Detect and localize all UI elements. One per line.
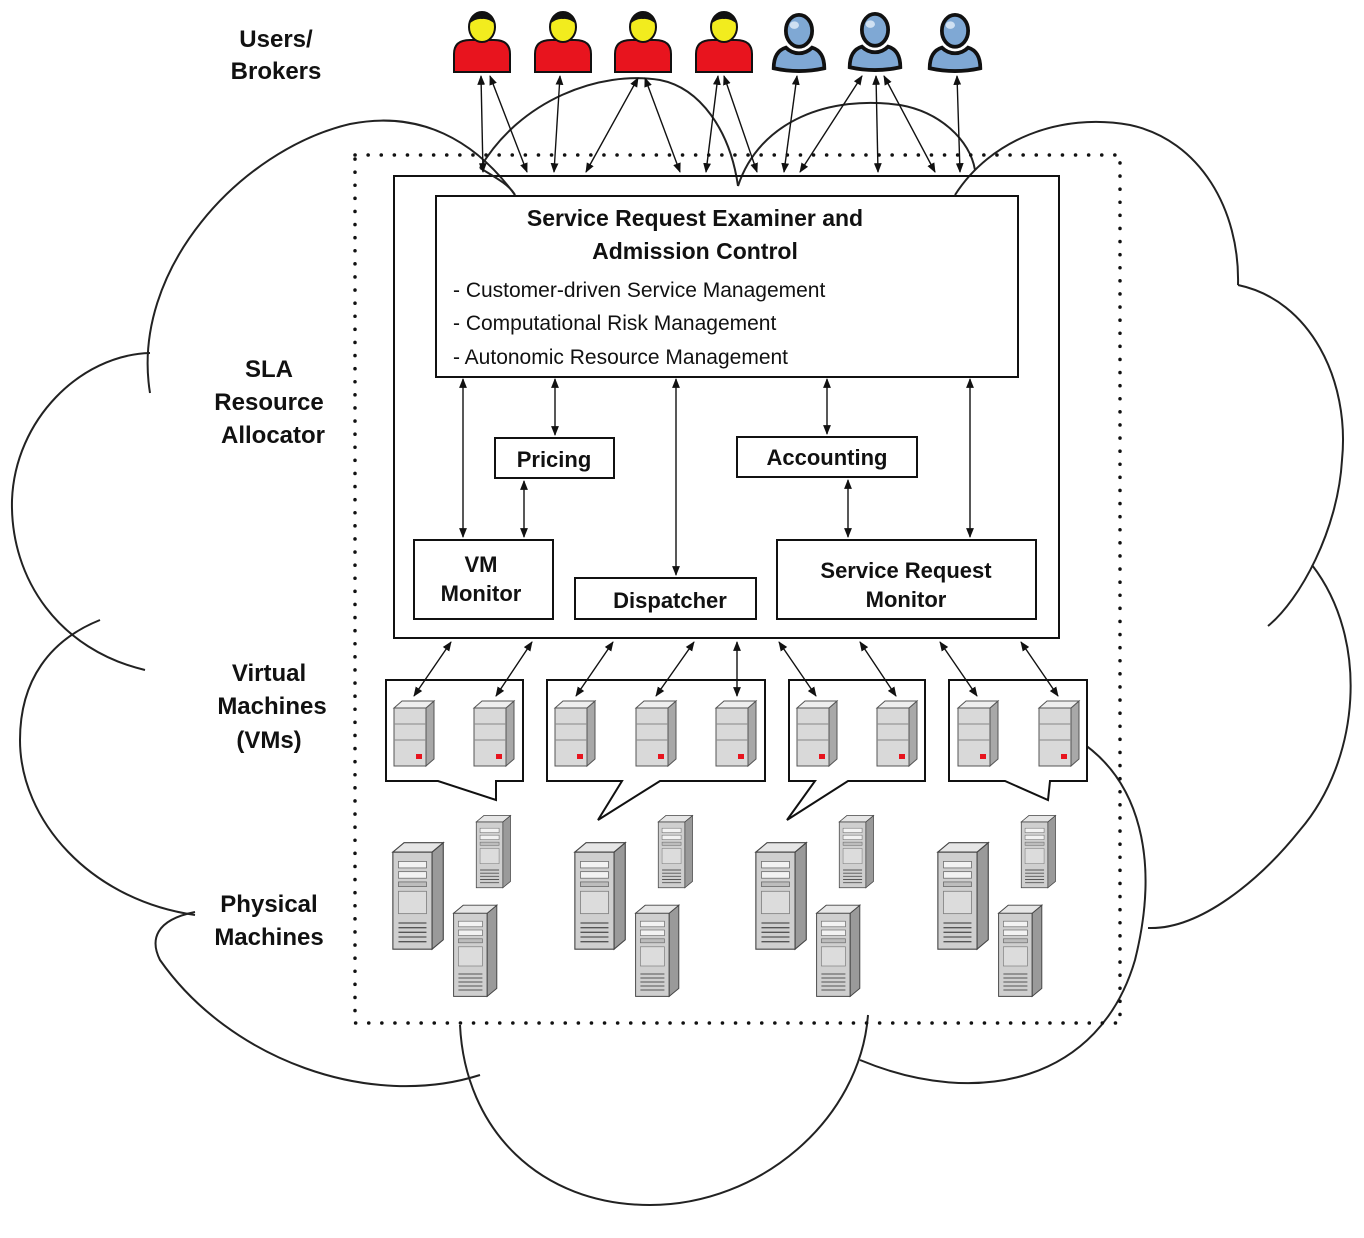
service-request-examiner-box [435, 195, 1019, 378]
vm-arrows [413, 641, 1059, 697]
vm-servers [393, 700, 1080, 767]
examiner-title-line-1: Service Request Examiner and [527, 205, 863, 231]
user-arrows [477, 75, 964, 173]
physical-cluster-4 [937, 815, 1056, 998]
vm-server-7 [876, 700, 918, 767]
vm-server-9 [1038, 700, 1080, 767]
vm-server-2 [473, 700, 515, 767]
user-blue-1 [771, 12, 827, 74]
vm-server-4 [635, 700, 677, 767]
examiner-item-customer-driven: - Customer-driven Service Management [453, 279, 825, 302]
physical-cluster-2 [574, 815, 693, 998]
service-request-monitor-label-line-1: Service Request [820, 558, 992, 583]
accounting-box [736, 436, 918, 478]
physical-label-line-1: Physical [220, 891, 317, 918]
pricing-label: Pricing [517, 447, 592, 472]
user-red-4 [695, 11, 753, 73]
user-blue-2 [850, 14, 901, 70]
physical-label-line-2: Machines [214, 924, 323, 951]
user-red-3 [614, 11, 672, 73]
physical-cluster-1 [392, 815, 511, 998]
vm-server-3 [554, 700, 596, 767]
vm-monitor-label-line-2: Monitor [441, 581, 522, 606]
vms-label-line-3: (VMs) [236, 727, 301, 754]
vm-server-5 [715, 700, 757, 767]
vms-label-line-1: Virtual [232, 660, 306, 687]
sla-label-line-3: Allocator [221, 422, 325, 449]
internal-arrows [459, 378, 974, 576]
vm-server-8 [957, 700, 999, 767]
service-request-monitor-box [776, 539, 1037, 620]
user-blue-3 [927, 12, 983, 74]
dispatcher-box [574, 577, 757, 620]
vm-monitor-label-line-1: VM [465, 552, 498, 577]
user-red-2 [534, 11, 592, 73]
examiner-item-computational-risk: - Computational Risk Management [453, 312, 776, 335]
users-row [453, 11, 983, 74]
users-label-line-1: Users/ [239, 26, 313, 53]
examiner-title-line-2: Admission Control [592, 238, 798, 264]
sla-resource-allocator-box [393, 175, 1060, 639]
sla-label-line-1: SLA [245, 356, 293, 383]
user-red-1 [453, 11, 511, 73]
dispatcher-label: Dispatcher [613, 588, 727, 613]
vm-server-1 [393, 700, 435, 767]
layer-labels: Users/ Brokers SLA Resource Allocator Vi… [214, 26, 326, 951]
service-request-monitor-label-line-2: Monitor [866, 587, 947, 612]
physical-machines [392, 815, 1056, 998]
users-label-line-2: Brokers [231, 58, 322, 85]
vms-label-line-2: Machines [217, 693, 326, 720]
examiner-item-autonomic-resource: - Autonomic Resource Management [453, 346, 788, 369]
pricing-box [494, 437, 615, 479]
vm-monitor-box [413, 539, 554, 620]
accounting-label: Accounting [767, 445, 888, 470]
vm-server-6 [796, 700, 838, 767]
physical-cluster-3 [755, 815, 874, 998]
sla-label-line-2: Resource [214, 389, 323, 416]
